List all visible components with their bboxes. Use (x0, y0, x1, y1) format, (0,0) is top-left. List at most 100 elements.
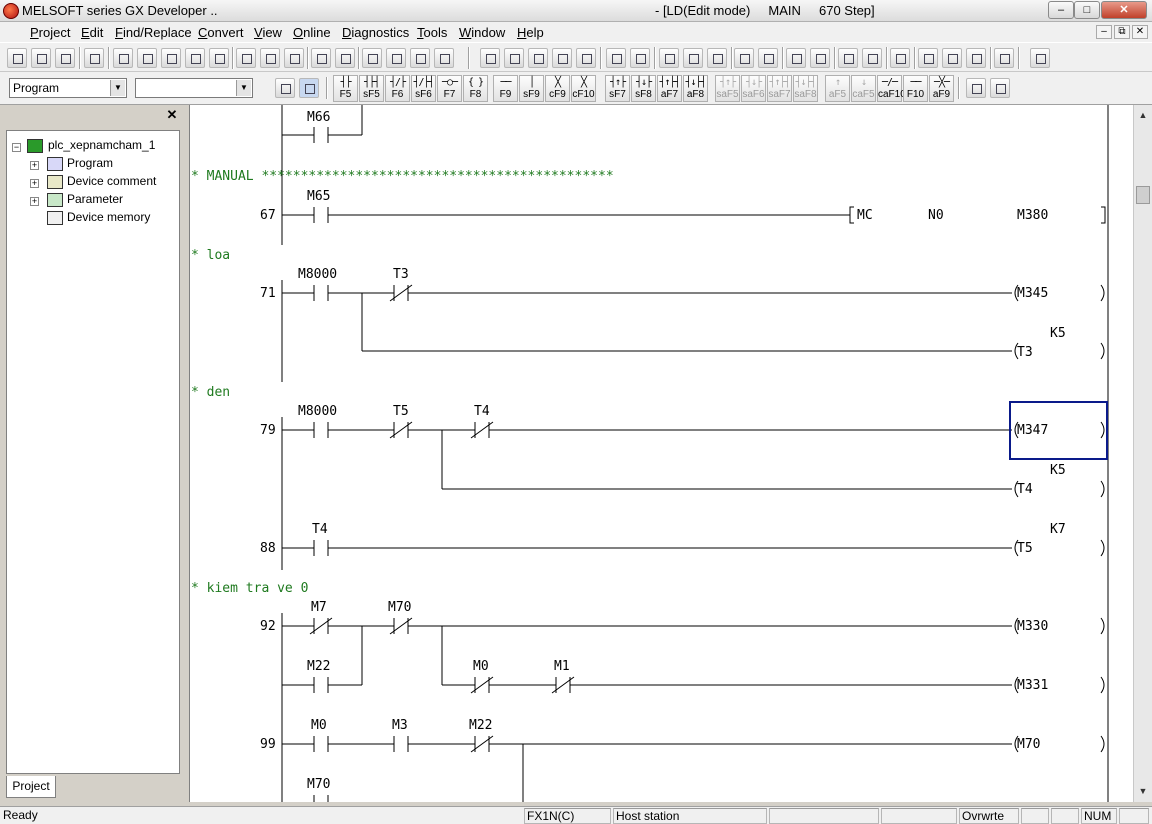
diagnostics-icon[interactable] (758, 48, 778, 68)
read-mode-icon[interactable] (275, 78, 295, 98)
redo-icon[interactable] (209, 48, 229, 68)
menu-online[interactable]: Online (293, 25, 331, 40)
ladder-symbol-button-sf9[interactable]: │sF9 (519, 75, 544, 102)
sfc-zoom-icon[interactable] (862, 48, 882, 68)
ladder-symbol-button-sf8[interactable]: ┤↓├sF8 (631, 75, 656, 102)
zoom-icon[interactable] (410, 48, 430, 68)
monitor-write-icon[interactable] (386, 48, 406, 68)
close-button[interactable]: ✕ (1101, 1, 1147, 19)
ladder-symbol-button-saf8[interactable]: ┤↓├┤saF8 (793, 75, 818, 102)
insert-row-icon[interactable] (918, 48, 938, 68)
note-icon[interactable] (576, 48, 596, 68)
step-write-icon[interactable] (810, 48, 830, 68)
ladder-symbol-button-cf9[interactable]: ╳cF9 (545, 75, 570, 102)
expand-icon[interactable]: + (30, 160, 39, 170)
paste-icon[interactable] (161, 48, 181, 68)
tree-item-program[interactable]: Program (67, 156, 114, 170)
menu-find-replace[interactable]: Find/Replace (115, 25, 192, 40)
edit-mode-icon[interactable] (707, 48, 727, 68)
ladder-editor[interactable]: M66 * MANUAL ***************************… (189, 105, 1133, 802)
program-select[interactable]: Program ▼ (9, 78, 127, 98)
ladder-symbol-button-sf6[interactable]: ┤/├┤sF6 (411, 75, 436, 102)
ladder-symbol-button-af8[interactable]: ┤↓├┤aF8 (683, 75, 708, 102)
app-icon[interactable] (3, 3, 19, 19)
ladder-comment-icon[interactable] (966, 78, 986, 98)
collapse-icon[interactable]: − (12, 142, 21, 152)
ladder-display-icon[interactable] (990, 78, 1010, 98)
options-icon[interactable] (1030, 48, 1050, 68)
open-project-icon[interactable] (31, 48, 51, 68)
read-from-plc-icon[interactable] (335, 48, 355, 68)
ladder-symbol-button-f10[interactable]: ──F10 (903, 75, 928, 102)
sfc-icon[interactable] (838, 48, 858, 68)
find-icon[interactable] (434, 48, 454, 68)
ladder-symbol-button-sf5[interactable]: ┤├┤sF5 (359, 75, 384, 102)
scroll-up-icon[interactable]: ▲ (1138, 110, 1148, 120)
tree-item-device-comment[interactable]: Device comment (67, 174, 157, 188)
tree-root[interactable]: plc_xepnamcham_1 (48, 138, 156, 152)
insert-column-icon[interactable] (966, 48, 986, 68)
menu-help[interactable]: Help (517, 25, 544, 40)
mdi-minimize-button[interactable]: – (1096, 25, 1112, 39)
comment-icon[interactable] (528, 48, 548, 68)
expand-icon[interactable]: + (30, 196, 39, 206)
ladder-symbol-button-f9[interactable]: ──F9 (493, 75, 518, 102)
ladder-symbol-button-af5[interactable]: ↑aF5 (825, 75, 850, 102)
mdi-close-button[interactable]: ✕ (1132, 25, 1148, 39)
entry-monitor-icon[interactable] (659, 48, 679, 68)
menu-edit[interactable]: Edit (81, 25, 104, 40)
ladder-symbol-button-caf10[interactable]: ─/─caF10 (877, 75, 906, 102)
parameter-check-icon[interactable] (734, 48, 754, 68)
monitor-icon[interactable] (362, 48, 382, 68)
ladder-diagram[interactable]: M66 * MANUAL ***************************… (190, 105, 1133, 802)
cursor-box[interactable] (1009, 401, 1108, 460)
menu-tools[interactable]: Tools (417, 25, 448, 40)
new-project-icon[interactable] (7, 48, 27, 68)
tree-item-device-memory[interactable]: Device memory (67, 210, 151, 224)
menu-diagnostics[interactable]: Diagnostics (342, 25, 410, 40)
ladder-symbol-button-sf7[interactable]: ┤↑├sF7 (605, 75, 630, 102)
print-icon[interactable] (84, 48, 104, 68)
instruction-search-icon[interactable] (260, 48, 280, 68)
ladder-view-icon[interactable] (504, 48, 524, 68)
ladder-symbol-button-saf5[interactable]: ┤↑├saF5 (715, 75, 740, 102)
undo-icon[interactable] (185, 48, 205, 68)
save-icon[interactable] (55, 48, 75, 68)
scroll-down-icon[interactable]: ▼ (1138, 786, 1148, 796)
step-read-icon[interactable] (786, 48, 806, 68)
tree-item-parameter[interactable]: Parameter (67, 192, 124, 206)
ladder-symbol-button-saf7[interactable]: ┤↑├┤saF7 (767, 75, 792, 102)
ladder-symbol-button-af9[interactable]: ─╳─aF9 (929, 75, 954, 102)
ladder-symbol-button-caf5[interactable]: ↓caF5 (851, 75, 876, 102)
trace-icon[interactable] (630, 48, 650, 68)
ladder-symbol-button-saf6[interactable]: ┤↓├saF6 (741, 75, 766, 102)
vertical-scrollbar[interactable]: ▲ ▼ (1133, 105, 1152, 802)
maximize-button[interactable]: □ (1074, 1, 1100, 19)
close-icon[interactable]: ✕ (166, 107, 178, 122)
menu-window[interactable]: Window (459, 25, 506, 40)
cut-icon[interactable] (113, 48, 133, 68)
menu-view[interactable]: View (254, 25, 282, 40)
delete-row-icon[interactable] (942, 48, 962, 68)
device-batch-icon[interactable] (606, 48, 626, 68)
sfc-monitor-icon[interactable] (890, 48, 910, 68)
ladder-symbol-button-f5[interactable]: ┤├F5 (333, 75, 358, 102)
chevron-down-icon[interactable]: ▼ (110, 80, 125, 96)
copy-icon[interactable] (137, 48, 157, 68)
ladder-symbol-button-af7[interactable]: ┤↑├┤aF7 (657, 75, 682, 102)
ladder-symbol-button-f6[interactable]: ┤/├F6 (385, 75, 410, 102)
expand-icon[interactable]: + (30, 178, 39, 188)
chevron-down-icon[interactable]: ▼ (236, 80, 251, 96)
cross-reference-icon[interactable] (284, 48, 304, 68)
menu-convert[interactable]: Convert (198, 25, 244, 40)
write-to-plc-icon[interactable] (311, 48, 331, 68)
display-format-icon[interactable] (994, 48, 1014, 68)
ladder-symbol-button-f7[interactable]: ─○─F7 (437, 75, 462, 102)
write-mode-icon[interactable] (299, 78, 319, 98)
menu-project[interactable]: Project (30, 25, 71, 40)
tab-project[interactable]: Project (6, 776, 56, 798)
program-list-icon[interactable] (480, 48, 500, 68)
test-icon[interactable] (683, 48, 703, 68)
ladder-symbol-button-f8[interactable]: { }F8 (463, 75, 488, 102)
device-select[interactable]: ▼ (135, 78, 253, 98)
